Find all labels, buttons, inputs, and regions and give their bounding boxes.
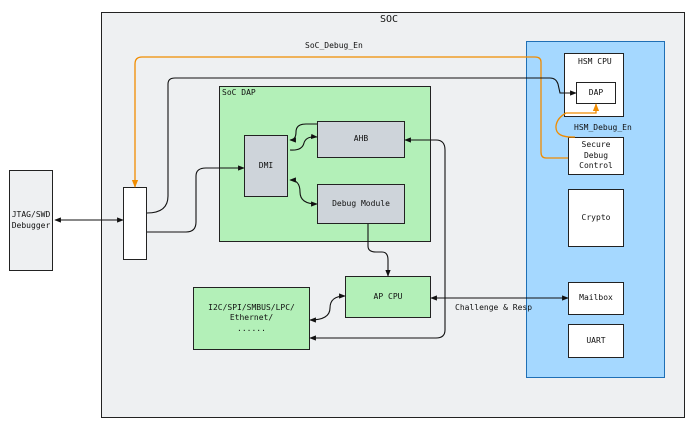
crypto-block: Crypto bbox=[568, 189, 624, 247]
dmi-to-debug-module-wire bbox=[289, 177, 318, 207]
soc-title: SOC bbox=[380, 14, 399, 25]
mailbox-block: Mailbox bbox=[568, 282, 624, 315]
soc-dap-title: SoC DAP bbox=[222, 88, 256, 97]
ahb-to-peripherals-bus-wire bbox=[309, 137, 446, 341]
peripherals-block: I2C/SPI/SMBUS/LPC/ Ethernet/ ...... bbox=[193, 287, 310, 350]
challenge-resp-label: Challenge & Resp bbox=[455, 303, 533, 312]
hsm-cpu-title: HSM CPU bbox=[578, 57, 612, 66]
hsm-debug-en-wire bbox=[555, 103, 600, 138]
soc-debug-en-wire bbox=[131, 56, 568, 188]
hsm-debug-en-label: HSM_Debug_En bbox=[574, 123, 632, 132]
jtag-swd-debugger: JTAG/SWD Debugger bbox=[9, 170, 53, 271]
connector-to-hsm-dap-wire bbox=[146, 77, 577, 214]
uart-block: UART bbox=[568, 324, 624, 358]
ap-cpu-to-peripherals-wire bbox=[309, 293, 346, 323]
secure-debug-control-block: Secure Debug Control bbox=[568, 137, 624, 175]
dmi-to-ahb-wire bbox=[290, 123, 317, 151]
debug-module-to-ap-cpu-wire bbox=[367, 224, 391, 277]
soc-debug-en-label: SoC_Debug_En bbox=[305, 41, 363, 50]
connector-to-dmi-wire bbox=[147, 165, 245, 233]
dmi-block: DMI bbox=[244, 135, 288, 197]
debug-connector bbox=[123, 187, 147, 260]
